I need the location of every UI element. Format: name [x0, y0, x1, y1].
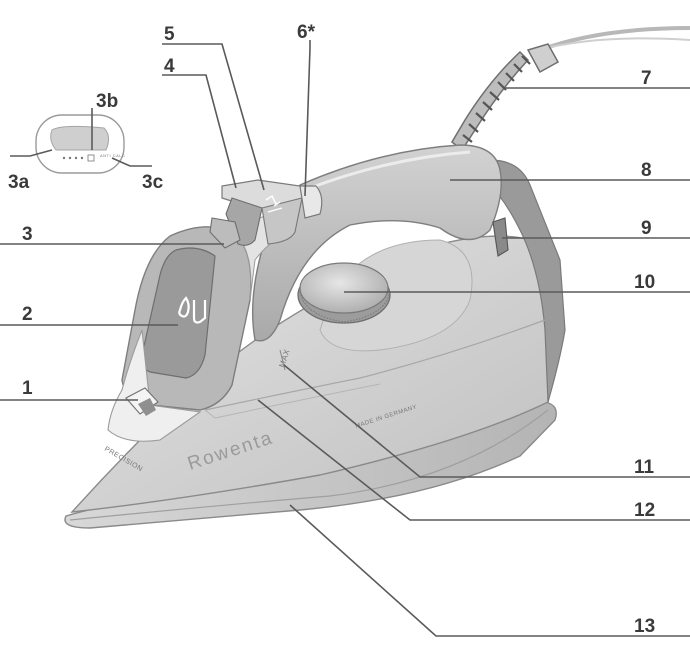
steam-control-slider[interactable]	[209, 217, 241, 249]
callout-11: 11	[634, 457, 655, 478]
water-drop-icon	[178, 296, 207, 324]
callout-13: 13	[634, 616, 655, 637]
callout-4: 4	[164, 56, 175, 77]
callout-3c: 3c	[142, 172, 164, 193]
inset-dial-shape	[50, 125, 110, 151]
thermostat-dial[interactable]	[297, 262, 391, 324]
callout-8: 8	[641, 160, 652, 181]
callout-3a: 3a	[8, 172, 30, 193]
callout-7: 7	[641, 68, 652, 89]
callout-2: 2	[22, 304, 33, 325]
inset-dot-scale	[62, 154, 95, 162]
callout-numbers: 1 2 3 3a 3b 3c 4 5 6* 7 8 9 10 11 12 13	[8, 22, 655, 637]
water-tank-line	[204, 319, 546, 411]
soleplate-edge	[69, 409, 549, 521]
self-clean-button[interactable]	[125, 387, 159, 416]
steam-burst-icon	[265, 194, 283, 213]
handle-top-highlight	[309, 150, 471, 190]
callout-6: 6*	[297, 22, 316, 43]
inset-anti-calc-label: ANTI CALC	[100, 153, 125, 158]
callout-12: 12	[634, 500, 655, 521]
power-cord	[451, 26, 690, 152]
leader-lines	[0, 40, 690, 637]
thermostat-inset: ANTI CALC	[35, 114, 125, 174]
callout-9: 9	[641, 218, 652, 239]
front-shell	[107, 329, 202, 442]
max-fill-mark	[279, 349, 286, 371]
callout-1: 1	[22, 378, 33, 399]
pilot-light	[492, 217, 509, 257]
rear-shell	[489, 159, 566, 403]
callout-3b: 3b	[96, 91, 118, 112]
callout-10: 10	[634, 272, 655, 293]
callout-5: 5	[164, 24, 175, 45]
callout-3: 3	[22, 224, 33, 245]
